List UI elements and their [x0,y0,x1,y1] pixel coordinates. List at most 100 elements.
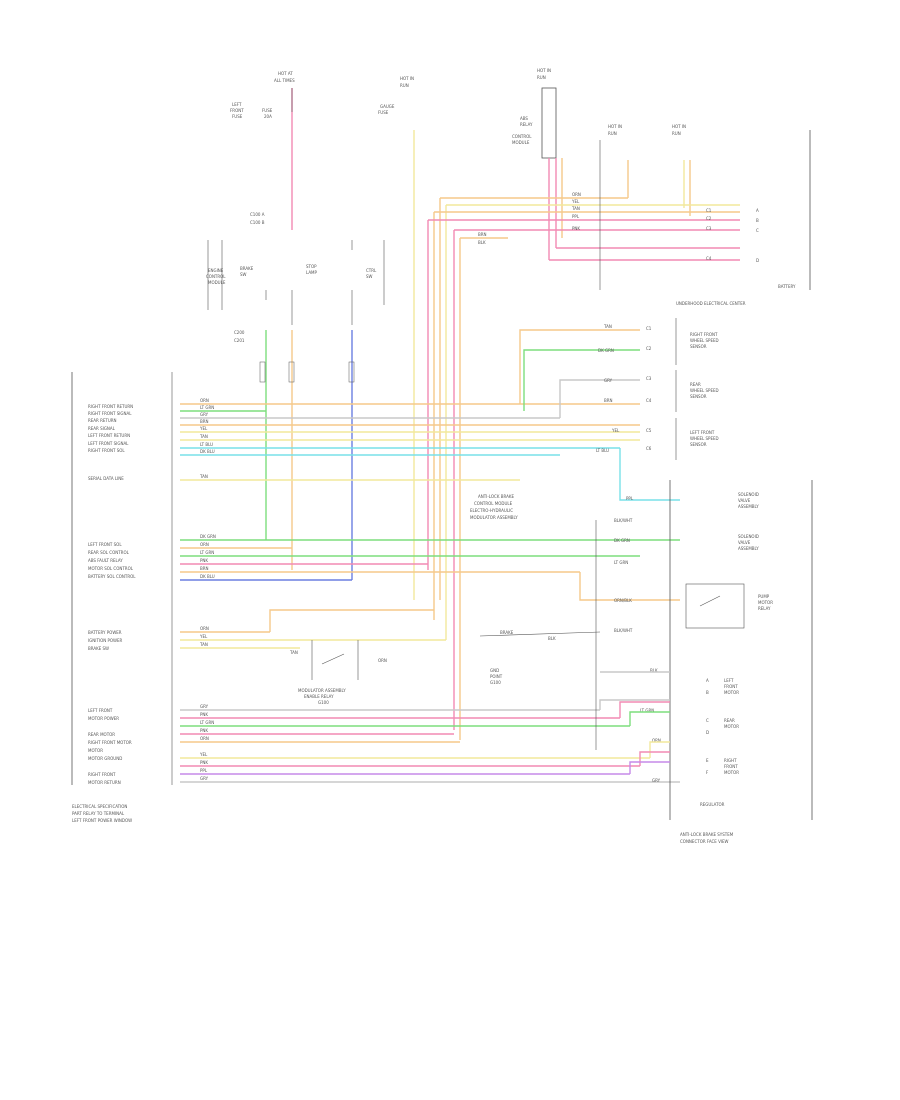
svg-text:TAN: TAN [199,434,208,439]
fuse-block-c-label: HOT IN [537,68,551,73]
svg-text:RIGHT FRONT RETURN: RIGHT FRONT RETURN [88,404,133,409]
svg-text:RELAY: RELAY [758,606,771,611]
svg-text:POINT: POINT [490,674,503,679]
svg-text:REGULATOR: REGULATOR [700,802,725,807]
svg-text:ELECTRO-HYDRAULIC: ELECTRO-HYDRAULIC [470,508,513,513]
svg-text:PNK: PNK [572,226,580,231]
svg-text:C3: C3 [646,376,652,381]
svg-text:SENSOR: SENSOR [690,344,707,349]
svg-text:LT GRN: LT GRN [200,405,214,410]
svg-text:REAR SIGNAL: REAR SIGNAL [88,426,116,431]
svg-text:TAN: TAN [289,650,298,655]
svg-text:ORN: ORN [200,626,209,631]
svg-text:WHEEL SPEED: WHEEL SPEED [690,338,719,343]
svg-text:DK GRN: DK GRN [200,534,216,539]
right-caption: ANTI-LOCK BRAKE SYSTEM [680,832,734,837]
svg-text:PNK: PNK [200,558,208,563]
svg-text:PPL: PPL [572,214,580,219]
svg-text:CONTROL MODULE: CONTROL MODULE [474,501,513,506]
svg-text:GRY: GRY [200,776,209,781]
svg-text:LT GRN: LT GRN [640,708,654,713]
svg-text:C: C [756,228,759,233]
svg-text:C4: C4 [706,256,712,261]
svg-text:MOTOR: MOTOR [758,600,773,605]
svg-text:RIGHT FRONT: RIGHT FRONT [88,772,116,777]
svg-text:TAN: TAN [603,324,612,329]
svg-text:C: C [706,718,709,723]
svg-text:GND: GND [490,668,499,673]
fuse-block-b-label: HOT IN [400,76,414,81]
svg-text:CTRL: CTRL [366,268,377,273]
svg-text:YEL: YEL [571,199,580,204]
svg-text:LEFT FRONT: LEFT FRONT [88,708,113,713]
svg-text:GRY: GRY [652,778,661,783]
svg-text:BATTERY SOL CONTROL: BATTERY SOL CONTROL [88,574,136,579]
svg-text:ABS FAULT RELAY: ABS FAULT RELAY [88,558,123,563]
fuse-d-label: HOT IN [608,124,622,129]
svg-text:D: D [756,258,759,263]
svg-text:MOTOR POWER: MOTOR POWER [88,716,119,721]
svg-text:LEFT FRONT SOL: LEFT FRONT SOL [88,542,122,547]
abs-relay-box [541,87,557,159]
underhood-center-label: UNDERHOOD ELECTRICAL CENTER [676,301,746,306]
svg-text:C2: C2 [646,346,652,351]
svg-text:REAR MOTOR: REAR MOTOR [88,732,115,737]
svg-text:LEFT FRONT SIGNAL: LEFT FRONT SIGNAL [88,441,129,446]
svg-text:MOTOR: MOTOR [88,748,103,753]
svg-text:REAR RETURN: REAR RETURN [88,418,117,423]
module-wires: ORN LT GRN GRY BRN YEL TAN LT BLU DK BLU… [180,398,680,783]
svg-text:SENSOR: SENSOR [690,442,707,447]
svg-text:MOTOR GROUND: MOTOR GROUND [88,756,122,761]
svg-text:LEFT FRONT POWER WINDOW: LEFT FRONT POWER WINDOW [72,818,132,823]
svg-text:SENSOR: SENSOR [690,394,707,399]
svg-text:LT BLU: LT BLU [596,448,609,453]
svg-text:FUSE: FUSE [232,114,243,119]
svg-text:C6: C6 [646,446,652,451]
svg-text:SERIAL DATA LINE: SERIAL DATA LINE [88,476,124,481]
fuse-e-label: HOT IN [672,124,686,129]
svg-text:LAMP: LAMP [306,270,318,275]
svg-text:REAR: REAR [690,382,701,387]
svg-text:ORN: ORN [652,738,661,743]
svg-text:20A: 20A [264,114,272,119]
svg-text:C200: C200 [234,330,245,335]
svg-text:PPL: PPL [200,768,208,773]
mid-labels: ENGINE CONTROL MODULE BRAKE SW STOP LAMP… [206,240,385,343]
svg-text:SOLENOID: SOLENOID [738,492,759,497]
right-components: RIGHT FRONT WHEEL SPEED SENSOR REAR WHEE… [470,318,813,820]
svg-text:ANTI-LOCK BRAKE: ANTI-LOCK BRAKE [478,494,514,499]
svg-text:ASSEMBLY: ASSEMBLY [738,504,759,509]
svg-text:BRAKE: BRAKE [500,630,514,635]
svg-text:ORN: ORN [200,542,209,547]
svg-text:ALL TIMES: ALL TIMES [274,78,295,83]
svg-text:RUN: RUN [672,131,681,136]
svg-text:BLK/WHT: BLK/WHT [614,518,633,523]
svg-text:MODULATOR ASSEMBLY: MODULATOR ASSEMBLY [470,515,518,520]
svg-text:PUMP: PUMP [758,594,770,599]
svg-text:DK BLU: DK BLU [200,574,215,579]
svg-text:YEL: YEL [199,752,208,757]
svg-text:C2: C2 [706,216,712,221]
svg-text:RIGHT: RIGHT [724,758,737,763]
svg-text:CONNECTOR FACE VIEW: CONNECTOR FACE VIEW [680,839,729,844]
svg-text:MODULATOR ASSEMBLY: MODULATOR ASSEMBLY [298,688,346,693]
svg-text:PNK: PNK [200,760,208,765]
svg-text:B: B [706,690,709,695]
fuse-block-a-label: HOT AT [278,71,293,76]
svg-text:C100 B: C100 B [250,220,265,225]
abs-module-connector: RIGHT FRONT RETURN RIGHT FRONT SIGNAL RE… [71,372,173,785]
svg-text:BLK: BLK [650,668,658,673]
svg-text:G100: G100 [490,680,501,685]
svg-text:MOTOR RETURN: MOTOR RETURN [88,780,121,785]
svg-text:STOP: STOP [306,264,317,269]
svg-text:BLK: BLK [478,240,486,245]
svg-text:TAN: TAN [571,206,580,211]
svg-text:MOTOR: MOTOR [724,690,739,695]
svg-text:C100 A: C100 A [250,212,265,217]
svg-text:ORN: ORN [378,658,387,663]
svg-text:SW: SW [366,274,373,279]
svg-text:ENABLE RELAY: ENABLE RELAY [304,694,334,699]
svg-text:ABS: ABS [520,116,528,121]
svg-text:B: B [756,218,759,223]
svg-text:RIGHT FRONT SIGNAL: RIGHT FRONT SIGNAL [88,411,132,416]
